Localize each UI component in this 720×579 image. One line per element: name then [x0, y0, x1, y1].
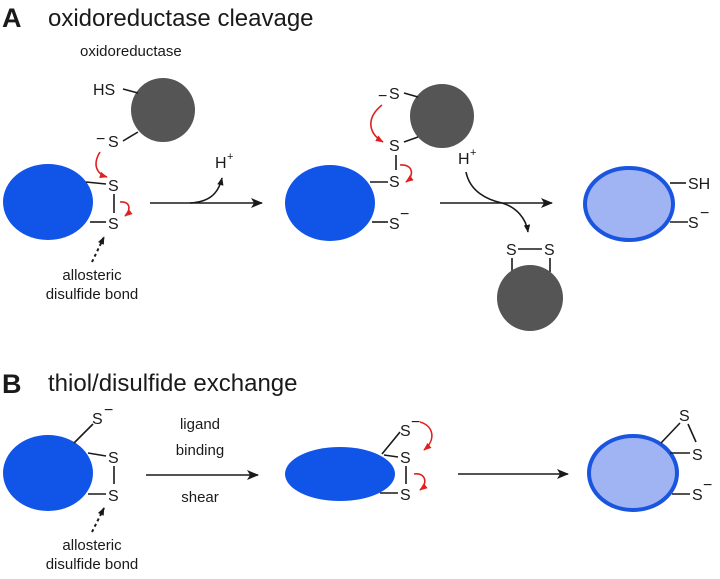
disulfide-s1-label: S	[108, 450, 119, 467]
released-disulfide-s1: S	[506, 242, 517, 259]
bond-protein-thiolate	[381, 431, 401, 455]
bond-protein-thiolate	[73, 423, 94, 444]
oxidoreductase-enzyme	[410, 84, 474, 148]
protein-blue-intermediate	[285, 165, 375, 241]
bond-s-oxidoreductase	[403, 92, 419, 98]
s-mid-label: S	[692, 447, 703, 464]
panel-a-stage-1: HS S − S S allosteric disulfide bond	[3, 78, 195, 303]
s-mid-label: S	[400, 450, 411, 467]
panel-a-stage-3: SH S −	[583, 166, 710, 242]
annotation-disulfide-bond: disulfide bond	[46, 556, 139, 573]
thiolate-label: S	[688, 215, 699, 232]
protein-thiolate-charge: −	[400, 206, 409, 223]
proton-label: H	[458, 151, 470, 168]
proton-label: H	[215, 155, 227, 172]
panel-a: A oxidoreductase cleavage oxidoreductase…	[2, 3, 710, 331]
protein-light-new-disulfide	[587, 434, 679, 512]
panel-b-letter: B	[2, 369, 22, 399]
thiolate-charge: −	[703, 477, 712, 494]
panel-a-arrow-1: H +	[150, 151, 263, 208]
condition-binding: binding	[176, 442, 224, 459]
protein-blue-stretched	[285, 447, 395, 501]
proton-uptake-arrow	[465, 171, 531, 233]
thiolate-charge: −	[700, 205, 709, 222]
panel-a-arrow-2: H + S S	[440, 147, 563, 331]
oxidoreductase-thiol-label: HS	[93, 82, 115, 99]
thiolate-label: S	[692, 487, 703, 504]
disulfide-s2-label: S	[108, 216, 119, 233]
panel-b-stage-1: S − S S allosteric disulfide bond	[3, 402, 138, 573]
protein-blue-oxidized	[3, 435, 93, 511]
bond-s-oxidoreductase	[122, 131, 139, 142]
protein-s-label: S	[389, 174, 400, 191]
bond-hs-oxidoreductase	[122, 88, 139, 94]
panel-a-letter: A	[2, 3, 22, 33]
annotation-disulfide-bond: disulfide bond	[46, 286, 139, 303]
annotation-pointer-arrow	[91, 236, 105, 263]
electron-push-arrow	[370, 104, 384, 143]
protein-reduced-light	[583, 166, 675, 242]
electron-push-arrow	[413, 473, 428, 491]
proton-charge: +	[227, 151, 233, 163]
panel-b-title: thiol/disulfide exchange	[48, 370, 298, 397]
proton-release-arrow	[189, 177, 224, 204]
electron-push-arrow	[399, 164, 414, 183]
panel-b-arrow-1: ligand binding shear	[146, 416, 259, 506]
bond-s-s	[687, 423, 697, 443]
thiol-label: SH	[688, 176, 710, 193]
annotation-allosteric: allosteric	[62, 267, 122, 284]
bond-protein-s-top	[660, 422, 681, 444]
annotation-allosteric: allosteric	[62, 537, 122, 554]
released-disulfide-s2: S	[544, 242, 555, 259]
annotation-pointer-arrow	[91, 507, 105, 533]
thiolate-charge: −	[104, 402, 113, 419]
mixed-disulfide-s-label: S	[389, 138, 400, 155]
s-top-label: S	[679, 408, 690, 425]
panel-b: B thiol/disulfide exchange S − S S allos…	[2, 369, 712, 573]
disulfide-s1-label: S	[108, 178, 119, 195]
disulfide-s2-label: S	[108, 488, 119, 505]
electron-push-arrow	[119, 201, 133, 217]
panel-b-stage-3: S S S −	[587, 408, 712, 512]
panel-b-stage-2: S − S S	[285, 414, 433, 504]
condition-ligand: ligand	[180, 416, 220, 433]
s-low-label: S	[400, 487, 411, 504]
panel-a-title: oxidoreductase cleavage	[48, 5, 314, 32]
bond-s-oxidoreductase	[403, 136, 419, 143]
oxidoreductase-thiolate-label: S	[108, 134, 119, 151]
protein-thiolate-label: S	[389, 216, 400, 233]
panel-a-stage-2: S − S S S −	[285, 84, 474, 241]
bond-protein-s1	[87, 452, 107, 457]
protein-blue-oxidized	[3, 164, 93, 240]
proton-charge: +	[470, 147, 476, 159]
thiolate-label: S	[400, 423, 411, 440]
oxidoreductase-enzyme	[131, 78, 195, 142]
oxidoreductase-s-label: S	[389, 86, 400, 103]
oxidoreductase-oxidized	[497, 265, 563, 331]
thiolate-label: S	[92, 411, 103, 428]
thiolate-charge: −	[378, 88, 387, 105]
electron-push-arrow	[95, 151, 108, 178]
bond-protein-s1	[85, 181, 107, 185]
thiolate-charge: −	[96, 131, 105, 148]
oxidoreductase-label: oxidoreductase	[80, 43, 182, 60]
condition-shear: shear	[181, 489, 219, 506]
electron-push-arrow	[419, 421, 433, 451]
thiolate-charge: −	[411, 414, 420, 431]
bond-protein-s-mid	[383, 454, 399, 458]
